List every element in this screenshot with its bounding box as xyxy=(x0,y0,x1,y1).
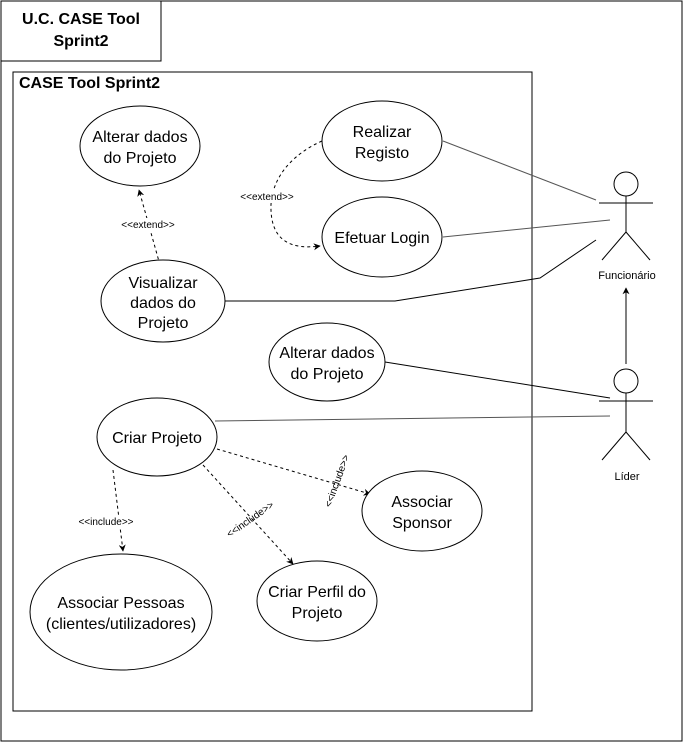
include-criar-sponsor xyxy=(216,448,371,496)
assoc-visualizar-funcionario xyxy=(225,239,597,302)
uc-registo-line1: Realizar xyxy=(353,124,412,141)
use-case-associar-pessoas[interactable]: Associar Pessoas (clientes/utilizadores) xyxy=(29,553,213,671)
use-case-criar-projeto[interactable]: Criar Projeto xyxy=(96,397,218,477)
uc-login-line1: Efetuar Login xyxy=(334,230,429,247)
system-boundary xyxy=(12,71,533,712)
assoc-registo-funcionario xyxy=(442,140,597,201)
uc-alterar-mid-line1: Alterar dados xyxy=(279,345,374,362)
use-case-efetuar-login[interactable]: Efetuar Login xyxy=(321,196,443,278)
extend-label-2: <<extend>> xyxy=(240,192,294,203)
extend-label-1: <<extend>> xyxy=(121,220,175,231)
uc-pessoas-line1: Associar Pessoas xyxy=(57,595,184,612)
assoc-criar-lider xyxy=(214,415,611,422)
include-label-pessoas: <<include>> xyxy=(78,517,133,528)
uc-alterar-top-line2: do Projeto xyxy=(104,150,177,167)
use-case-associar-sponsor[interactable]: Associar Sponsor xyxy=(361,470,483,552)
uc-alterar-top-line1: Alterar dados xyxy=(92,129,187,146)
include-criar-perfil xyxy=(202,464,294,565)
uc-sponsor-line1: Associar xyxy=(391,494,453,511)
uc-visualizar-line1: Visualizar xyxy=(128,275,198,292)
uc-perfil-line1: Criar Perfil do xyxy=(268,584,366,601)
actor-lider[interactable] xyxy=(599,368,653,461)
use-case-realizar-registo[interactable]: Realizar Registo xyxy=(321,100,443,182)
uc-visualizar-line2: dados do xyxy=(130,295,196,312)
uc-pessoas-line2: (clientes/utilizadores) xyxy=(46,616,196,633)
extend-registo-login xyxy=(270,140,323,251)
uc-criar-line1: Criar Projeto xyxy=(112,430,202,447)
actor-funcionario[interactable] xyxy=(599,171,653,261)
actor-lider-label: Líder xyxy=(614,471,639,483)
system-title: CASE Tool Sprint2 xyxy=(19,75,160,92)
frame-title-line1: U.C. CASE Tool xyxy=(22,11,140,28)
assoc-alterar-lider xyxy=(384,361,611,399)
use-case-alterar-dados-mid[interactable]: Alterar dados do Projeto xyxy=(268,322,386,402)
uc-visualizar-line3: Projeto xyxy=(138,315,189,332)
frame-title-box xyxy=(0,0,162,62)
use-case-visualizar-dados[interactable]: Visualizar dados do Projeto xyxy=(100,259,226,343)
use-case-criar-perfil[interactable]: Criar Perfil do Projeto xyxy=(256,560,378,642)
frame-title-line2: Sprint2 xyxy=(53,33,108,50)
uc-sponsor-line2: Sponsor xyxy=(392,515,452,532)
uc-perfil-line2: Projeto xyxy=(292,605,343,622)
uc-alterar-mid-line2: do Projeto xyxy=(291,366,364,383)
assoc-login-funcionario xyxy=(442,219,611,238)
use-case-alterar-dados-top[interactable]: Alterar dados do Projeto xyxy=(79,105,201,187)
include-criar-pessoas xyxy=(112,469,126,552)
uc-registo-line2: Registo xyxy=(355,145,409,162)
actor-funcionario-label: Funcionário xyxy=(598,270,655,282)
